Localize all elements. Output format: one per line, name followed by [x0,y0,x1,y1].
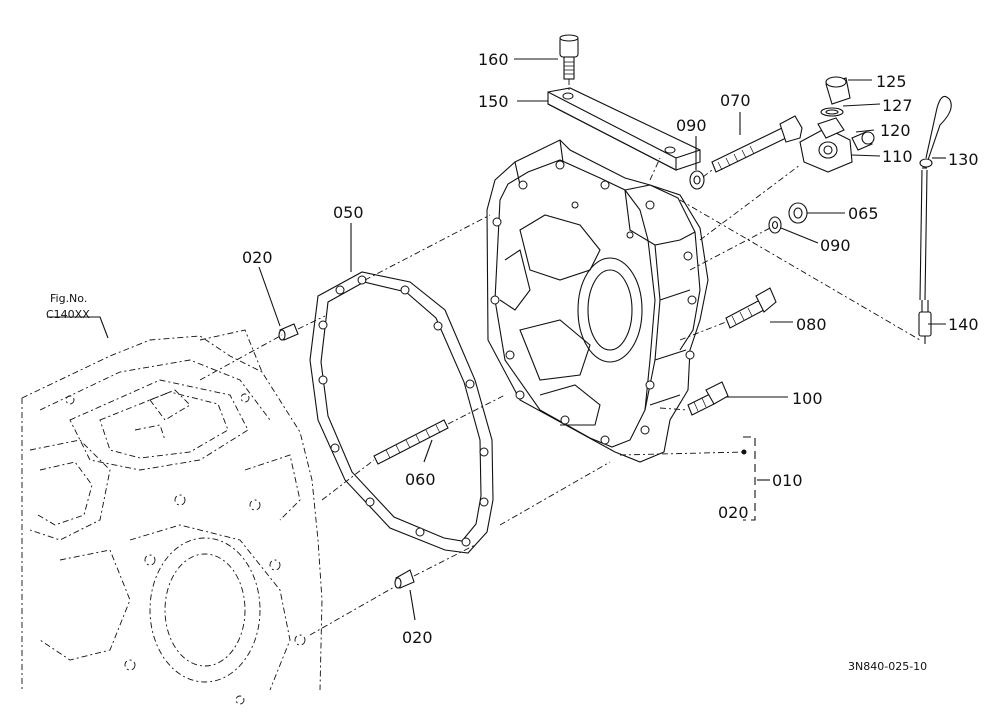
alignment-lines [199,79,921,636]
transmission-case-outline [21,329,323,705]
part-label-127: 127 [882,96,913,115]
part-label-050: 050 [333,203,364,222]
stud-bolt [373,419,449,465]
drawing-code: 3N840-025-10 [848,660,927,673]
plug-125 [825,76,851,105]
part-label-140: 140 [948,315,979,334]
figure-reference-title: Fig.No. [50,292,87,305]
part-label-020-bottom: 020 [402,628,433,647]
part-label-110: 110 [882,147,913,166]
bolt-100 [687,381,729,416]
washer-b [768,216,782,234]
bracket-bar [547,87,701,171]
nut-065 [788,202,808,224]
part-label-070: 070 [720,91,751,110]
part-label-090-mid: 090 [820,236,851,255]
assembly-bracket [741,436,756,521]
part-label-060: 060 [405,470,436,489]
dowel-pin-lower [394,569,415,589]
part-label-125: 125 [876,72,907,91]
part-label-120: 120 [880,121,911,140]
leader-lines [47,58,946,621]
gasket [309,271,494,554]
part-label-090-top: 090 [676,116,707,135]
oring-127 [820,107,844,117]
adapter-120 [851,131,875,151]
part-label-100: 100 [792,389,823,408]
housing [486,139,709,463]
part-label-010: 010 [772,471,803,490]
elbow-fitting [799,117,853,173]
part-label-065: 065 [848,204,879,223]
part-label-020-top: 020 [242,248,273,267]
part-label-020-bracket: 020 [718,503,749,522]
part-label-160: 160 [478,50,509,69]
dipstick [918,95,952,344]
bolt-080 [725,287,777,329]
part-label-150: 150 [478,92,509,111]
long-bolt [711,115,803,173]
bolt-160 [559,34,579,80]
part-label-130: 130 [948,150,979,169]
figure-reference-code: C140XX [46,308,90,321]
part-label-080: 080 [796,315,827,334]
part-labels: 160 150 070 090 125 127 120 110 130 065 … [46,50,979,673]
washer-a [689,170,705,190]
dowel-pin-upper [278,323,299,341]
